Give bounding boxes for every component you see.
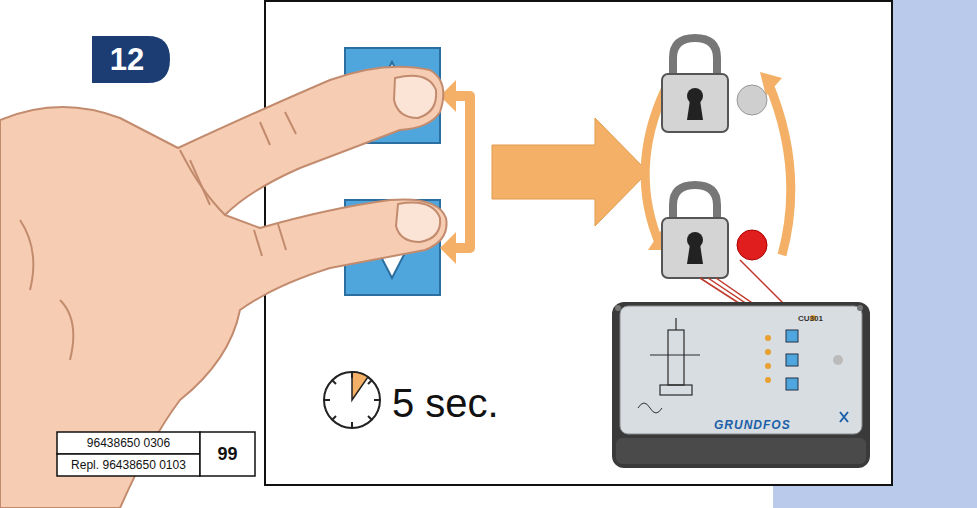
status-led	[737, 85, 767, 115]
brand-logo: GRUNDFOS	[714, 416, 834, 434]
doc-number: 96438650 0306	[57, 432, 200, 454]
doc-replaces: Repl. 96438650 0103	[57, 454, 200, 476]
page-number: 99	[200, 432, 255, 476]
model-label: CU301	[798, 313, 838, 325]
big-arrow	[492, 118, 648, 226]
lock-shackle	[673, 38, 717, 78]
controller-box: CU301GRUNDFOS	[610, 300, 872, 470]
duration-label: 5 sec.	[392, 380, 532, 426]
lock-body	[662, 74, 728, 132]
step-number: 12	[92, 36, 162, 83]
lock-shackle	[673, 185, 717, 222]
controller-housing	[610, 300, 872, 470]
clock	[324, 372, 380, 428]
step-badge	[92, 36, 170, 83]
bracket-arrow	[446, 96, 470, 248]
status-led	[737, 230, 767, 260]
hand	[0, 67, 447, 508]
lock-body	[662, 218, 728, 278]
curved-arrow	[768, 82, 791, 255]
step-badge: 12	[92, 36, 170, 83]
doc-table	[57, 432, 255, 476]
